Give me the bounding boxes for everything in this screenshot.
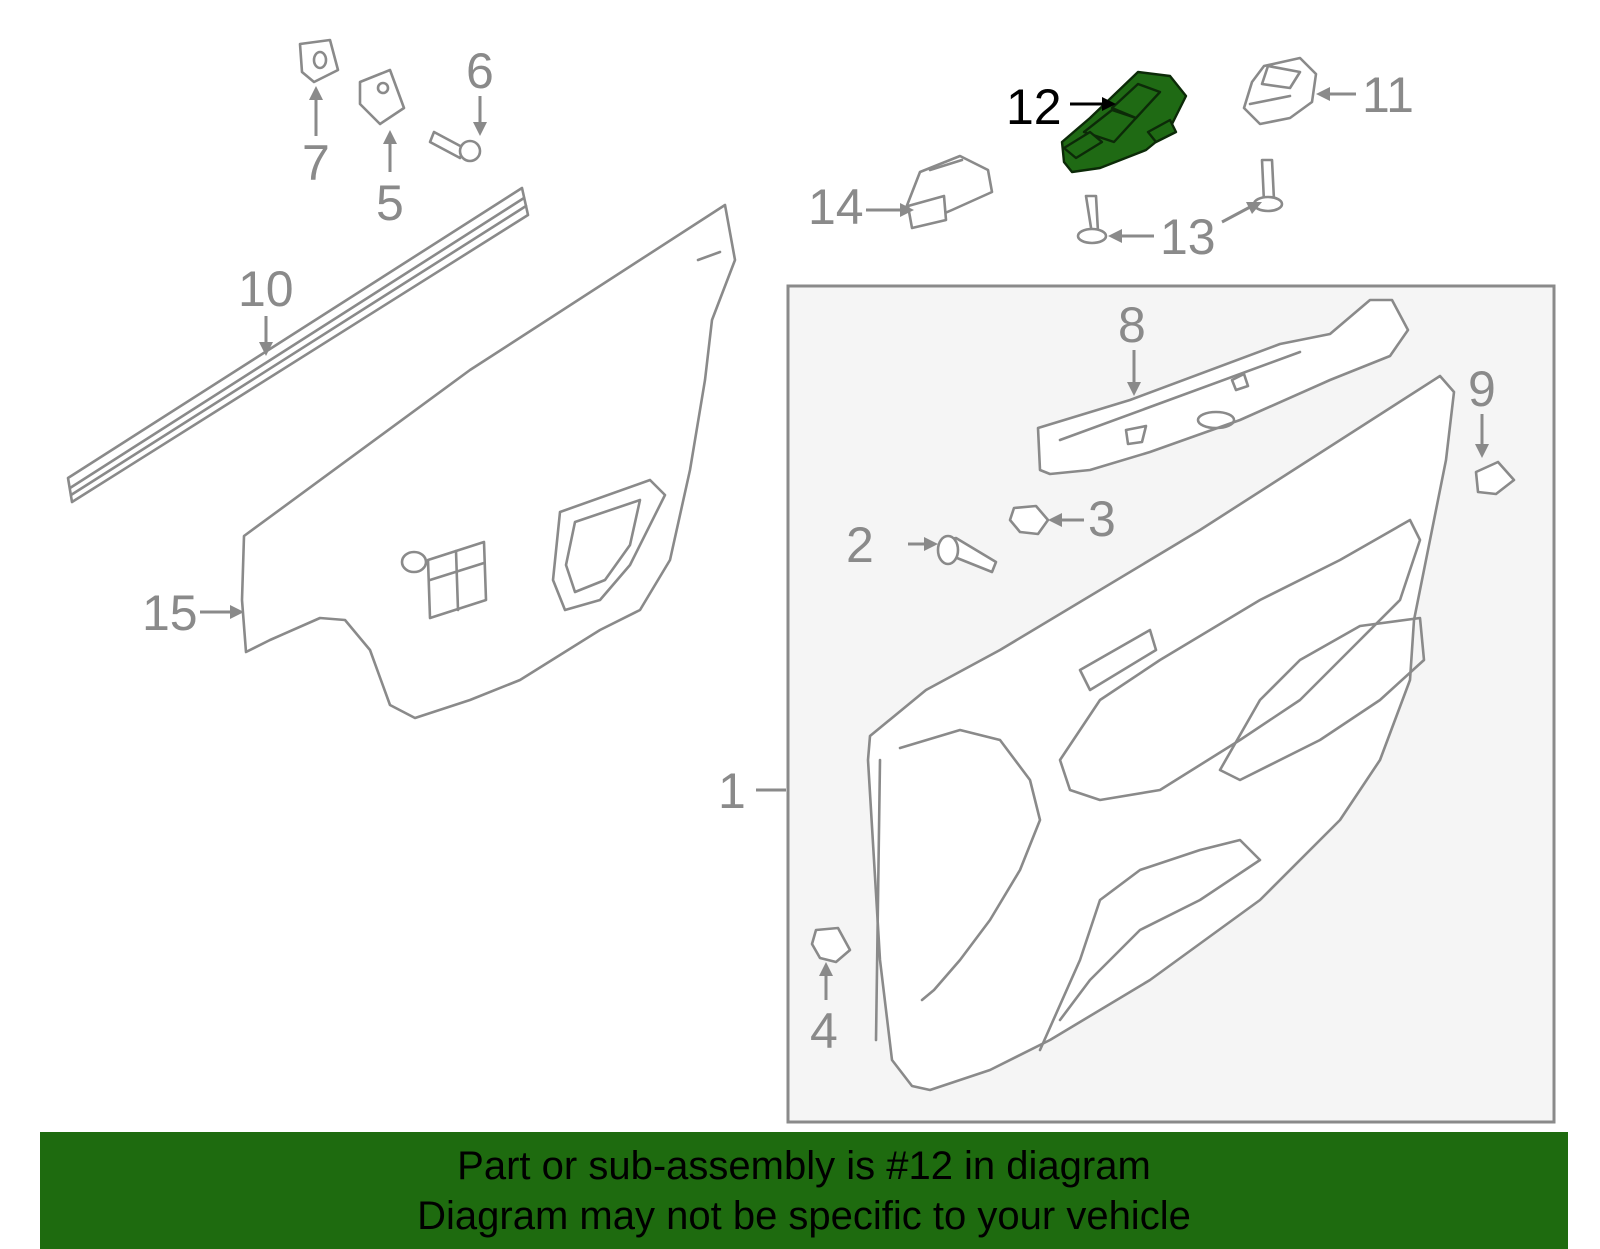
- part-4-clip: [810, 926, 852, 964]
- part-2-screw: [936, 534, 998, 574]
- part-12-power-window-switch: [1060, 70, 1188, 174]
- callout-2: 2: [846, 517, 874, 573]
- callout-10: 10: [238, 261, 294, 317]
- callout-8: 8: [1118, 297, 1146, 353]
- callout-4: 4: [810, 1003, 838, 1059]
- part-3-clip: [1008, 504, 1050, 536]
- callout-12: 12: [1006, 79, 1062, 135]
- part-11-switch: [1242, 56, 1318, 126]
- callout-14: 14: [808, 179, 864, 235]
- banner-line-disclaimer: Diagram may not be specific to your vehi…: [417, 1193, 1191, 1238]
- callout-5: 5: [376, 175, 404, 231]
- part-10-weatherstrip: [66, 186, 530, 504]
- callout-7: 7: [302, 135, 330, 191]
- leader-lines: [200, 86, 1489, 1000]
- callout-numbers: 7 5 6 10 15 14 12 11 13 8 9 3 2 4 1: [142, 43, 1496, 1059]
- callout-11: 11: [1362, 67, 1414, 123]
- part-7-clip: [298, 38, 340, 84]
- part-13-clips: [1076, 158, 1284, 245]
- part-9-clip: [1474, 460, 1516, 496]
- part-14-switch: [904, 154, 994, 230]
- callout-9: 9: [1468, 361, 1496, 417]
- part-5-bracket: [358, 68, 406, 126]
- part-1-door-trim-panel: [866, 374, 1456, 1092]
- callout-3: 3: [1088, 491, 1116, 547]
- callout-15: 15: [142, 585, 198, 641]
- callout-1: 1: [718, 763, 746, 819]
- callout-6: 6: [466, 43, 494, 99]
- info-banner: Part or sub-assembly is #12 in diagram D…: [40, 1132, 1568, 1249]
- banner-line-part: Part or sub-assembly is #12 in diagram: [457, 1143, 1151, 1188]
- part-8-bezel: [1036, 298, 1410, 476]
- part-6-screw: [428, 130, 482, 163]
- callout-13: 13: [1160, 209, 1216, 265]
- part-15-door-trim-backing: [240, 203, 737, 720]
